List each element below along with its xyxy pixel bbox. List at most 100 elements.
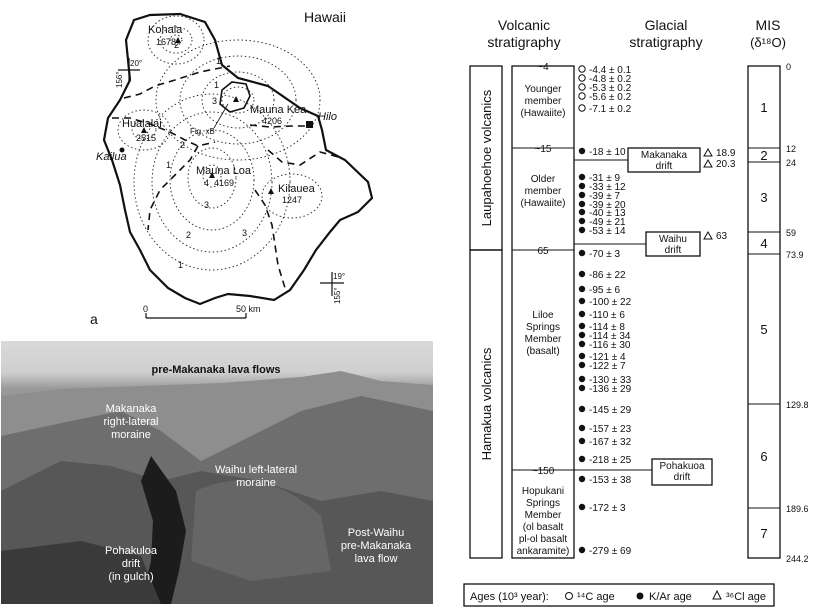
- kar-point: [578, 310, 586, 318]
- svg-text:1: 1: [166, 160, 171, 170]
- kar-point: [578, 375, 586, 383]
- cl36-marker: [703, 158, 713, 168]
- kar-age: -153 ± 38: [589, 475, 632, 486]
- age-markers: -4.4 ± 0.1-4.8 ± 0.2-5.3 ± 0.2-5.6 ± 0.2…: [578, 65, 632, 557]
- drift-box: [651, 458, 713, 486]
- mis-bound-age: 73.9: [786, 250, 804, 260]
- legend-title: Ages (10³ year):: [470, 591, 549, 603]
- mis-stage: 2: [760, 148, 767, 163]
- kar-point: [578, 322, 586, 330]
- mis-stage: 7: [760, 526, 767, 541]
- kar-age: -172 ± 3: [589, 503, 626, 514]
- kar-point: [578, 331, 586, 339]
- kar-point: [578, 191, 586, 199]
- kar-point: [578, 270, 586, 278]
- contour-labels: 1 1 3 2 1 4 3 2 1 3 2: [166, 40, 247, 270]
- kar-point: [578, 405, 586, 413]
- boundary-age: ~4: [537, 62, 549, 73]
- cl36-marker: [703, 230, 713, 240]
- volcano-boundaries: [112, 65, 343, 289]
- grid-lat-south: 19°: [333, 272, 345, 281]
- mis-stage: 4: [760, 236, 767, 251]
- boundary-age: 65: [537, 246, 549, 257]
- town-hilo: Hilo: [318, 111, 337, 123]
- grid-lon-south: 155°: [333, 287, 342, 304]
- cl36-age: 20.3: [716, 159, 736, 170]
- island-outline: [102, 12, 374, 306]
- member-boundaries: [512, 147, 574, 471]
- photo-landscape: [1, 371, 433, 604]
- kar-point: [578, 200, 586, 208]
- legend-box: [463, 583, 775, 607]
- drift-box: [645, 231, 701, 257]
- legend-c14-marker: [565, 592, 573, 600]
- kar-age: -40 ± 13: [589, 208, 626, 219]
- peak-elev-mauna-loa: 4169: [214, 178, 234, 188]
- c14-point: [578, 92, 586, 100]
- peak-name-mauna-kea: Mauna Kea: [250, 104, 307, 116]
- peak-markers: [141, 37, 274, 194]
- kar-age: -110 ± 6: [589, 310, 625, 321]
- kar-age: -114 ± 8: [589, 322, 625, 333]
- c14-point: [578, 65, 586, 73]
- peak-name-kilauea: Kilauea: [278, 183, 316, 195]
- kar-age: -121 ± 4: [589, 352, 626, 363]
- kar-age: -86 ± 22: [589, 270, 626, 281]
- boundary-age: ~15: [535, 144, 552, 155]
- peak-name-kohala: Kohala: [148, 24, 183, 36]
- kar-age: -39 ± 7: [589, 191, 620, 202]
- kar-point: [578, 217, 586, 225]
- mis-bound-age: 189.6: [786, 504, 809, 514]
- svg-text:2: 2: [186, 230, 191, 240]
- c14-point: [578, 104, 586, 112]
- peak-name-hualalai: Hualalai: [122, 118, 162, 130]
- kar-point: [578, 249, 586, 257]
- kar-point: [578, 437, 586, 445]
- cl36-age: 18.9: [716, 148, 736, 159]
- c14-point: [578, 83, 586, 91]
- kar-age: -136 ± 29: [589, 384, 632, 395]
- c14-age: -5.6 ± 0.2: [589, 92, 632, 103]
- scale-bar: [145, 313, 247, 319]
- kar-age: -70 ± 3: [589, 249, 620, 260]
- svg-text:2: 2: [174, 40, 179, 50]
- kar-age: -33 ± 12: [589, 182, 626, 193]
- kar-age: -279 ± 69: [589, 546, 632, 557]
- mis-column: [747, 65, 781, 559]
- kar-age: -31 ± 9: [589, 173, 620, 184]
- photo-label-pre-makanaka-flows: pre-Makanaka lava flows: [151, 364, 281, 376]
- grid-tick-south: [320, 272, 344, 296]
- mis-bound-age: 244.2: [786, 554, 809, 564]
- svg-text:2: 2: [180, 140, 185, 150]
- volcanics-box-laupahoehoe: [469, 65, 503, 251]
- peak-elev-mauna-kea: 4206: [262, 116, 282, 126]
- kar-point: [578, 361, 586, 369]
- kar-point: [578, 182, 586, 190]
- c14-age: -5.3 ± 0.2: [589, 83, 632, 94]
- volcanics-box-hamakua: [469, 249, 503, 559]
- kar-point: [578, 147, 586, 155]
- svg-text:1: 1: [216, 56, 221, 66]
- mis-bound-age: 12: [786, 144, 796, 154]
- kar-age: -145 ± 29: [589, 405, 632, 416]
- photo-label-pohakuloa-drift: Pohakuloa drift (in gulch): [105, 545, 157, 583]
- kar-age: -18 ± 10: [589, 147, 626, 158]
- svg-text:3: 3: [212, 96, 217, 106]
- photo-label-post-waihu-flow: Post-Waihu pre-Makanaka lava flow: [340, 527, 412, 565]
- kar-point: [578, 285, 586, 293]
- kar-point: [578, 340, 586, 348]
- kar-age: -218 ± 25: [589, 455, 632, 466]
- mis-stage: 1: [760, 100, 767, 115]
- svg-text:3: 3: [204, 200, 209, 210]
- kar-point: [578, 226, 586, 234]
- kar-age: -95 ± 6: [589, 285, 620, 296]
- mis-stage: 5: [760, 322, 767, 337]
- header-mis: MIS: [756, 17, 781, 33]
- svg-text:3: 3: [242, 228, 247, 238]
